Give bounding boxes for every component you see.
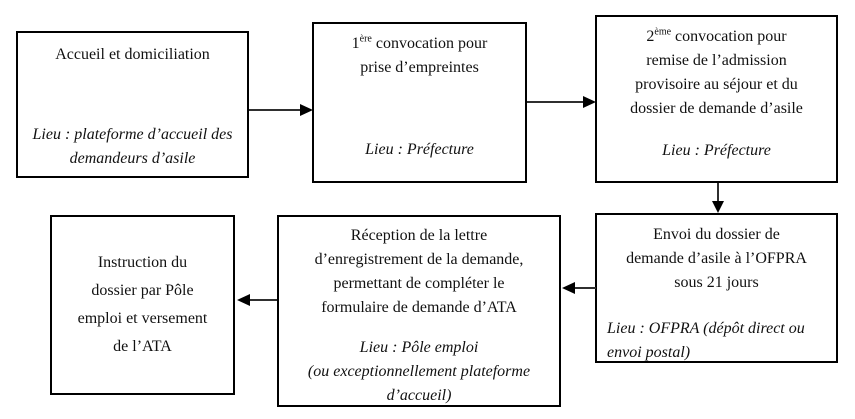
- title-text: convocation pour prise d’empreintes: [360, 35, 488, 76]
- arrow-right-icon: [583, 96, 596, 108]
- title-number: 2: [646, 28, 655, 45]
- flow-box-convocation-2: 2ème convocation pour remise de l’admiss…: [595, 15, 838, 183]
- arrow-left-icon: [562, 282, 575, 294]
- flow-box-accueil-domiciliation: Accueil et domiciliation Lieu : platefor…: [16, 31, 249, 178]
- arrow-accueil-to-convocation1-shaft: [249, 109, 303, 111]
- box-title: Instruction du dossier par Pôle emploi e…: [77, 254, 208, 355]
- arrow-convocation1-to-convocation2-shaft: [527, 101, 585, 103]
- box-lieu: Lieu : Préfecture: [365, 141, 474, 158]
- box-lieu: Lieu : Pôle emploi (ou exceptionnellemen…: [307, 339, 531, 404]
- box-title: 2ème convocation pour remise de l’admiss…: [630, 25, 803, 121]
- box-lieu: Lieu : plateforme d’accueil des demandeu…: [32, 126, 233, 167]
- box-title: Envoi du dossier de demande d’asile à l’…: [626, 226, 807, 291]
- title-superscript: ère: [359, 33, 372, 45]
- arrow-right-icon: [300, 104, 313, 116]
- box-title: Réception de la lettre d’enregistrement …: [314, 227, 524, 316]
- box-lieu: Lieu : OFPRA (dépôt direct ou envoi post…: [607, 320, 805, 361]
- box-lieu: Lieu : Préfecture: [662, 142, 771, 159]
- arrow-left-icon: [237, 294, 250, 306]
- arrow-envoi-to-reception-shaft: [574, 287, 596, 289]
- arrow-reception-to-instruction-shaft: [249, 299, 277, 301]
- flow-box-envoi-ofpra: Envoi du dossier de demande d’asile à l’…: [595, 213, 838, 363]
- flow-box-instruction-ata: Instruction du dossier par Pôle emploi e…: [50, 215, 235, 395]
- flow-box-convocation-1: 1ère convocation pour prise d’empreintes…: [312, 22, 527, 183]
- title-text: convocation pour remise de l’admission p…: [630, 28, 803, 117]
- title-superscript: ème: [654, 26, 672, 38]
- title-number: 1: [351, 35, 360, 52]
- arrow-down-icon: [712, 201, 724, 213]
- flow-box-reception-lettre: Réception de la lettre d’enregistrement …: [277, 215, 561, 407]
- box-title: Accueil et domiciliation: [55, 46, 210, 63]
- arrow-convocation2-to-envoi-shaft: [717, 183, 719, 203]
- box-title: 1ère convocation pour prise d’empreintes: [352, 32, 488, 80]
